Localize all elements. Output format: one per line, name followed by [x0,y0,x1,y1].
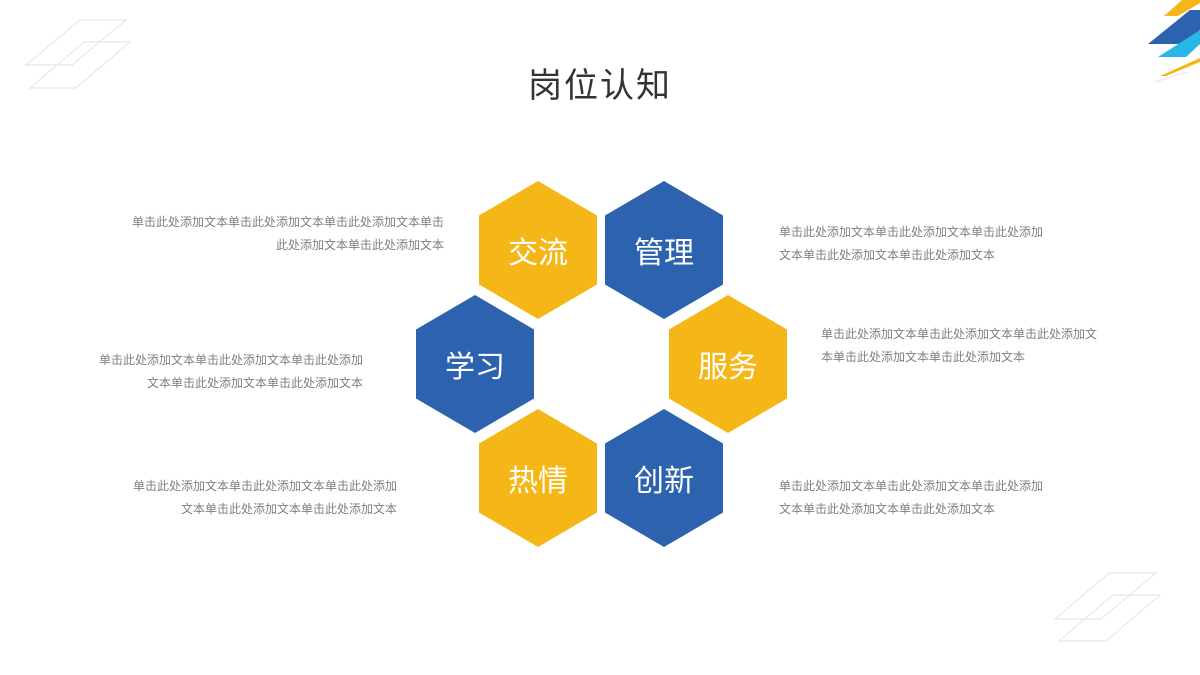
description-passion[interactable]: 单击此处添加文本单击此处添加文本单击此处添加 文本单击此处添加文本单击此处添加文… [133,475,397,521]
description-line: 文本单击此处添加文本单击此处添加文本 [180,502,397,516]
hexagon-service[interactable]: 服务 [669,295,787,433]
hexagon-label: 创新 [634,464,694,499]
description-communication[interactable]: 单击此处添加文本单击此处添加文本单击此处添加文本单击 此处添加文本单击此处添加文… [132,211,444,257]
hexagon-label: 交流 [508,236,568,271]
page-title: 岗位认知 [528,66,672,106]
description-line: 文本单击此处添加文本单击此处添加文本 [146,376,363,390]
description-line: 单击此处添加文本单击此处添加文本单击此处添加 [779,479,1044,493]
description-line: 单击此处添加文本单击此处添加文本单击此处添加 [779,225,1044,239]
hexagon-label: 服务 [698,350,758,385]
description-line: 单击此处添加文本单击此处添加文本单击此处添加 [98,353,363,367]
description-line: 本单击此处添加文本单击此处添加文本 [821,350,1026,364]
outline-parallelogram-decoration-top-left [24,19,132,89]
hexagon-management[interactable]: 管理 [605,181,723,319]
description-line: 文本单击此处添加文本单击此处添加文本 [779,502,996,516]
outline-parallelogram-decoration-bottom-right [1053,572,1162,642]
description-line: 此处添加文本单击此处添加文本 [275,238,444,252]
description-line: 单击此处添加文本单击此处添加文本单击此处添加 [132,479,397,493]
hexagon-communication[interactable]: 交流 [479,181,597,319]
hexagon-label: 热情 [508,464,568,499]
description-innovation[interactable]: 单击此处添加文本单击此处添加文本单击此处添加 文本单击此处添加文本单击此处添加文… [779,475,1043,521]
hexagon-label: 管理 [634,236,694,271]
description-learning[interactable]: 单击此处添加文本单击此处添加文本单击此处添加 文本单击此处添加文本单击此处添加文… [99,349,363,395]
description-line: 单击此处添加文本单击此处添加文本单击此处添加文本单击 [131,215,444,229]
hexagon-passion[interactable]: 热情 [479,409,597,547]
description-management[interactable]: 单击此处添加文本单击此处添加文本单击此处添加 文本单击此处添加文本单击此处添加文… [779,221,1043,267]
description-service[interactable]: 单击此处添加文本单击此处添加文本单击此处添加文 本单击此处添加文本单击此处添加文… [821,323,1097,369]
description-line: 文本单击此处添加文本单击此处添加文本 [779,248,996,262]
hexagon-label: 学习 [445,350,505,385]
hexagon-learning[interactable]: 学习 [416,295,534,433]
hexagon-innovation[interactable]: 创新 [605,409,723,547]
description-line: 单击此处添加文本单击此处添加文本单击此处添加文 [821,327,1098,341]
stripe-decoration-top-right [1148,0,1200,82]
